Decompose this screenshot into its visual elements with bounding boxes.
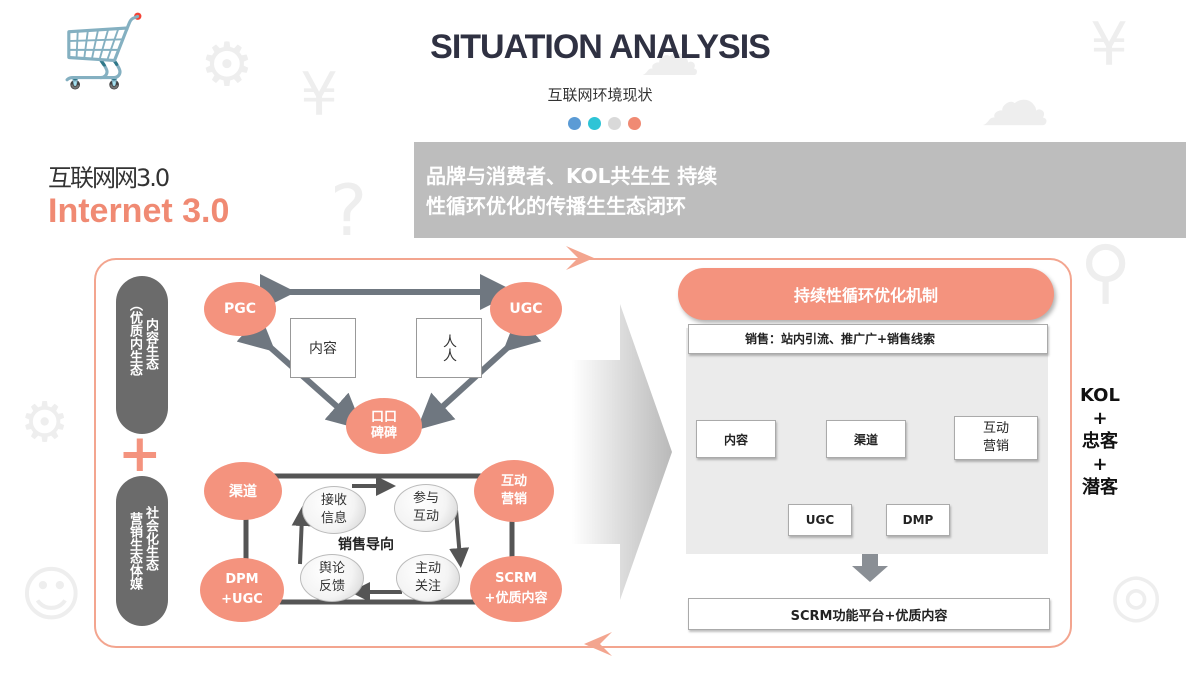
frame-chevron-bottom bbox=[584, 632, 612, 656]
potential-customer-text: 潜客 bbox=[1082, 477, 1118, 498]
dpm-line-2: +UGC bbox=[221, 592, 263, 607]
scrm-platform-box: SCRM功能平台+优质内容 bbox=[688, 598, 1050, 630]
word-of-mouth-node: 口口 碑碑 bbox=[346, 398, 422, 454]
content-node-label: 内容 bbox=[723, 432, 748, 447]
sphere-2-line-2: 互动 bbox=[412, 509, 439, 524]
dot-2 bbox=[588, 117, 601, 130]
dot-3 bbox=[608, 117, 621, 130]
plus-sign: + bbox=[118, 424, 162, 484]
content-box-label: 内容 bbox=[309, 341, 337, 357]
interactive-node-line-1: 互动 bbox=[982, 421, 1009, 436]
pill-bottom-main: 社会化生态 bbox=[143, 506, 158, 571]
headline-line-1: 品牌与消费者、KOL共生生 持续 bbox=[426, 164, 718, 188]
pgc-label: PGC bbox=[223, 301, 257, 317]
headline-line-2: 性循环优化的传播生生态闭环 bbox=[426, 194, 686, 218]
sphere-4-line-1: 主动 bbox=[414, 561, 441, 576]
channel-label: 渠道 bbox=[229, 484, 257, 500]
pill-bottom-sub: 营销生态体媒 bbox=[127, 512, 142, 590]
sphere-receive-info: 接收 信息 bbox=[302, 486, 366, 534]
kol-text: KOL bbox=[1080, 385, 1120, 406]
kol-plus-2: + bbox=[1092, 454, 1108, 475]
transition-arrow bbox=[572, 304, 672, 600]
sphere-feedback: 舆论 反馈 bbox=[300, 554, 364, 602]
dmp-node-label: DMP bbox=[902, 513, 934, 527]
people-icon: ☺ bbox=[20, 560, 83, 630]
interactive-line-1: 互动 bbox=[500, 474, 527, 489]
section-title-en: Internet 3.0 bbox=[48, 192, 230, 230]
headline-text: 品牌与消费者、KOL共生生 持续 性循环优化的传播生生态闭环 bbox=[426, 161, 1166, 221]
scrm-line-1: SCRM bbox=[495, 571, 537, 586]
dot-4 bbox=[628, 117, 641, 130]
content-box: 内容 bbox=[290, 318, 356, 378]
mechanism-header: 持续性循环优化机制 bbox=[678, 268, 1054, 320]
frame-chevron-top bbox=[566, 246, 594, 270]
people-box-label: 人人 bbox=[441, 334, 457, 362]
gear-icon: ⚙ bbox=[200, 30, 254, 100]
dot-1 bbox=[568, 117, 581, 130]
pill-top-main: 内容生态 bbox=[143, 318, 158, 370]
section-title-cn: 互联网网3.0 bbox=[48, 164, 170, 192]
sphere-2-line-1: 参与 bbox=[412, 491, 439, 506]
cloud-icon: ☁ bbox=[640, 20, 700, 90]
channel-node: 渠道 bbox=[204, 462, 282, 520]
ugc-node-right: UGC bbox=[788, 504, 852, 536]
sales-box-label: 销售：站内引流、推广广+销售线索 bbox=[745, 332, 936, 346]
content-node: 内容 bbox=[696, 420, 776, 458]
yen-icon: ¥ bbox=[300, 60, 339, 130]
wom-line-1: 口口 bbox=[370, 410, 397, 425]
page-title: SITUATION ANALYSIS bbox=[430, 28, 771, 66]
channel-node-right: 渠道 bbox=[826, 420, 906, 458]
wom-line-2: 碑碑 bbox=[370, 426, 397, 441]
scrm-node: SCRM +优质内容 bbox=[470, 556, 562, 622]
interactive-node-right: 互动 营销 bbox=[954, 416, 1038, 460]
channel-node-label: 渠道 bbox=[853, 432, 878, 447]
loyal-customer-text: 忠客 bbox=[1082, 431, 1118, 452]
people-box: 人人 bbox=[416, 318, 482, 378]
pgc-node: PGC bbox=[204, 282, 276, 336]
sphere-3-line-2: 反馈 bbox=[318, 579, 345, 594]
kol-plus-1: + bbox=[1092, 408, 1108, 429]
ugc-node-label: UGC bbox=[805, 513, 835, 527]
social-ecosystem-pill: 社会化生态 营销生态体媒 bbox=[116, 476, 168, 626]
kol-audience-label: KOL + 忠客 + 潜客 bbox=[1070, 384, 1130, 499]
question-icon: ? bbox=[330, 170, 368, 252]
cloud-icon: ☁ bbox=[980, 60, 1050, 142]
cart-icon: 🛒 bbox=[60, 10, 148, 92]
yen-icon: ¥ bbox=[1090, 10, 1129, 80]
scrm-line-2: +优质内容 bbox=[484, 591, 548, 606]
ugc-node: UGC bbox=[490, 282, 562, 336]
dpm-node: DPM +UGC bbox=[200, 558, 284, 622]
headline-banner bbox=[414, 142, 1186, 238]
sphere-4-line-2: 关注 bbox=[414, 579, 441, 594]
page-subtitle: 互联网环境现状 bbox=[547, 86, 653, 104]
search-icon: ⚲ bbox=[1080, 230, 1132, 312]
mechanism-header-label: 持续性循环优化机制 bbox=[793, 286, 938, 305]
interactive-marketing-node: 互动 营销 bbox=[474, 460, 554, 522]
dmp-node: DMP bbox=[886, 504, 950, 536]
sphere-1-line-2: 信息 bbox=[320, 511, 347, 526]
interactive-node-line-2: 营销 bbox=[982, 439, 1009, 454]
interactive-line-2: 营销 bbox=[500, 492, 527, 507]
sphere-participate: 参与 互动 bbox=[394, 484, 458, 532]
dpm-line-1: DPM bbox=[225, 572, 259, 587]
sphere-follow: 主动 关注 bbox=[396, 554, 460, 602]
content-ecosystem-pill: 内容生态 （优质内生态 bbox=[116, 276, 168, 434]
ugc-label: UGC bbox=[509, 301, 543, 317]
pill-top-sub: （优质内生态 bbox=[127, 298, 142, 376]
globe-icon: ◎ bbox=[1110, 560, 1163, 630]
sales-box: 销售：站内引流、推广广+销售线索 bbox=[688, 324, 1048, 354]
sphere-1-line-1: 接收 bbox=[320, 493, 347, 508]
scrm-platform-label: SCRM功能平台+优质内容 bbox=[790, 608, 948, 624]
gear-icon: ⚙ bbox=[20, 390, 70, 454]
sales-orientation-label: 销售导向 bbox=[338, 537, 394, 553]
sphere-3-line-1: 舆论 bbox=[318, 561, 345, 576]
